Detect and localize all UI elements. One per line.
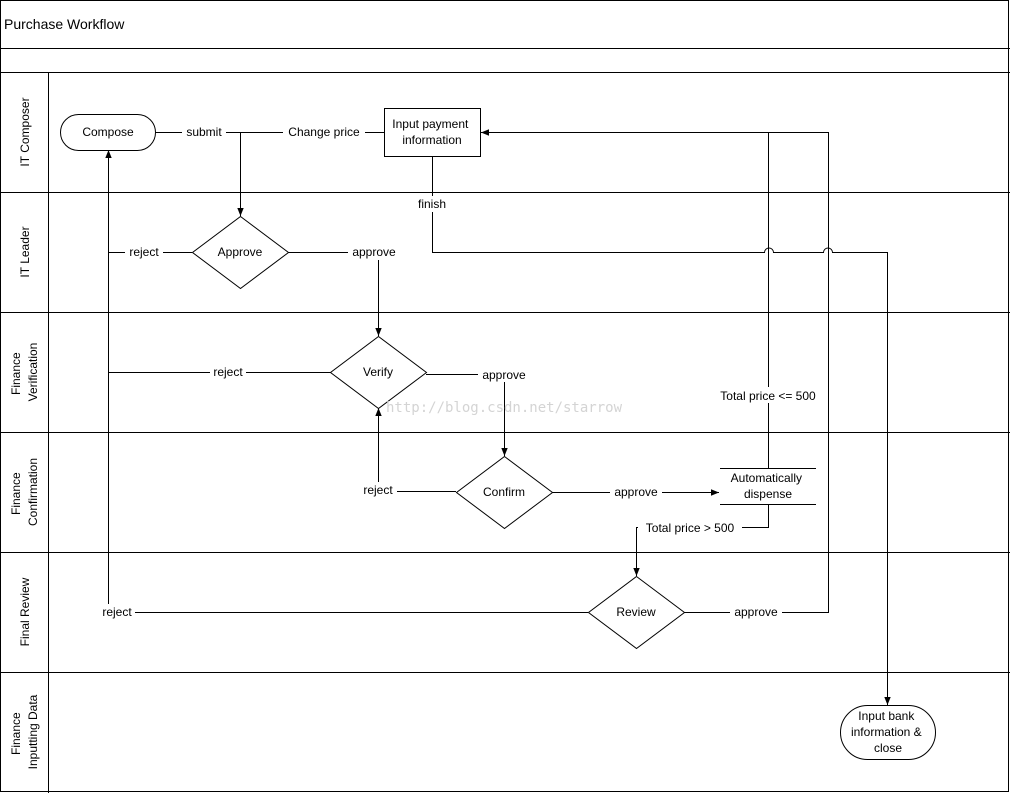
lane-label-it-composer: IT Composer (18, 97, 32, 166)
edge-label-reject-verify: reject (213, 365, 243, 379)
edge-label-finish: finish (418, 197, 446, 211)
edge-label-approve-confirm: approve (614, 485, 658, 499)
node-labels: Compose Input payment information Approv… (82, 117, 925, 755)
lane-label-finance-verification: Finance Verification (9, 343, 40, 402)
node-review[interactable] (587, 575, 686, 650)
edge-label-price-gt-500: Total price > 500 (646, 521, 735, 535)
node-approve-label: Approve (218, 245, 263, 259)
edge-approve-approve (288, 252, 382, 336)
edge-label-change-price: Change price (288, 125, 360, 139)
edge-label-price-le-500: Total price <= 500 (720, 389, 816, 403)
edge-confirm-reject (375, 408, 456, 492)
node-input-bank[interactable] (840, 705, 936, 760)
node-auto-dispense[interactable] (720, 468, 816, 505)
diagram-title: Purchase Workflow (4, 16, 125, 32)
lane-label-it-leader: IT Leader (18, 226, 32, 277)
edge-label-reject-leader: reject (129, 245, 159, 259)
node-confirm-label: Confirm (483, 485, 525, 499)
edge-label-reject-confirm: reject (363, 483, 393, 497)
node-input-payment-label: Input payment information (392, 117, 471, 147)
edge-review-approve (684, 132, 829, 613)
node-verify[interactable] (329, 335, 428, 410)
lane-label-finance-inputting-data: Finance Inputting Data (9, 694, 40, 769)
edge-label-reject-review: reject (102, 605, 132, 619)
node-compose-label: Compose (82, 125, 134, 139)
edge-price-gt-500 (633, 505, 769, 576)
edge-price-le-500 (481, 129, 769, 468)
edge-label-backgrounds (99, 124, 824, 620)
watermark: http://blog.csdn.net/starrow (386, 400, 623, 416)
node-compose[interactable] (60, 114, 156, 151)
node-review-label: Review (616, 605, 656, 619)
lane-labels: IT Composer IT Leader Finance Verificati… (9, 97, 40, 769)
edge-label-approve-leader: approve (352, 245, 396, 259)
node-verify-label: Verify (363, 365, 393, 379)
lane-label-finance-confirmation: Finance Confirmation (9, 458, 40, 526)
edge-labels: submit Change price finish reject approv… (102, 125, 816, 619)
edge-label-approve-review: approve (734, 605, 778, 619)
node-auto-dispense-label: Automatically dispense (731, 471, 806, 501)
edge-label-submit: submit (186, 125, 222, 139)
lane-label-final-review: Final Review (18, 577, 32, 646)
node-approve[interactable] (191, 215, 290, 290)
nodes (60, 108, 936, 760)
edge-finish-to-input-bank (432, 157, 891, 705)
edge-label-approve-verify: approve (482, 368, 526, 382)
node-input-payment[interactable] (384, 108, 481, 157)
node-input-bank-label: Input bank information & close (851, 709, 925, 755)
node-confirm[interactable] (455, 455, 554, 530)
